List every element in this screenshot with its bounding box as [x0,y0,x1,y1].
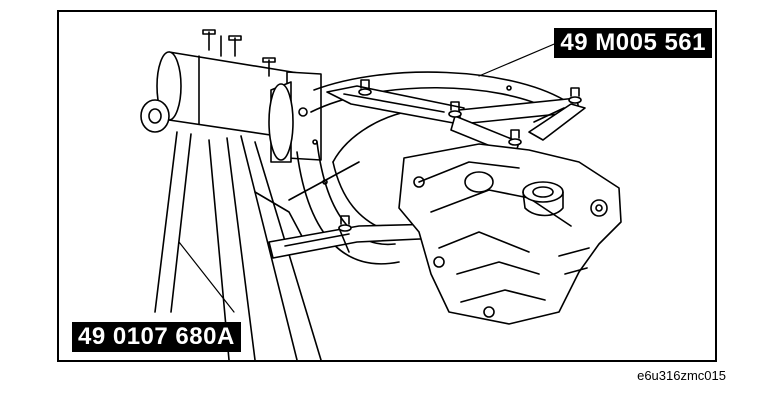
transmission-housing [398,143,622,325]
diagram-frame: 49 M005 561 49 0107 680A [57,10,717,362]
tool-callout-engine-stand: 49 0107 680A [72,322,241,352]
mounting-plate [268,71,322,163]
leader-lines [178,41,560,313]
hanger-arms [268,79,586,259]
tool-callout-hanger: 49 M005 561 [554,28,712,58]
figure-code: e6u316zmc015 [637,368,726,383]
technical-illustration [140,29,622,360]
